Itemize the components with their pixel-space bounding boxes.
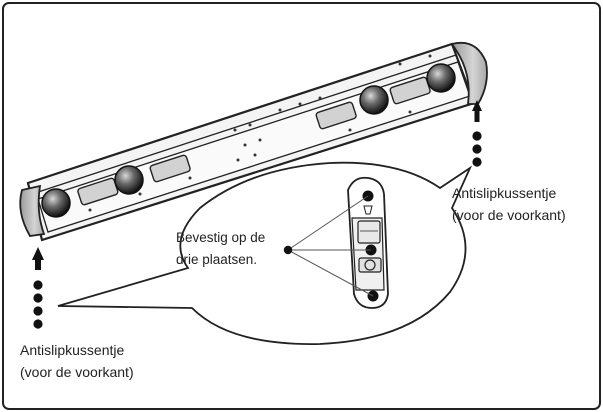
- soundbar-top-edge: [31, 54, 457, 195]
- speaker-cone: [359, 85, 389, 115]
- leader-origin-dot: [283, 245, 293, 255]
- up-arrow-icon: [32, 247, 44, 260]
- right-anti-slip-pad: [450, 41, 488, 105]
- left-pad-indicator: [32, 247, 44, 329]
- speaker-cones: [41, 63, 456, 218]
- up-arrow-icon: [472, 100, 482, 111]
- vent-slots: [77, 76, 431, 206]
- right-pad-indicator: [472, 100, 482, 167]
- callout-text-line-2: drie plaatsen.: [176, 252, 257, 267]
- vent-slot: [315, 101, 357, 130]
- speaker-cone: [426, 63, 456, 93]
- speaker-cone: [41, 188, 71, 218]
- left-anti-slip-pad: [19, 184, 46, 237]
- left-pad-label-line-2: (voor de voorkant): [20, 364, 134, 380]
- mounting-bracket: [347, 176, 389, 309]
- soundbar: [19, 41, 488, 242]
- speaker-cone: [114, 165, 144, 195]
- right-pad-label-line-1: Antislipkussentje: [452, 185, 556, 201]
- left-pad-label-line-1: Antislipkussentje: [20, 342, 124, 358]
- leader-lines: [287, 195, 374, 297]
- callout-text-line-1: Bevestig op de: [176, 230, 265, 245]
- vent-slot: [149, 154, 191, 183]
- right-pad-label-line-2: (voor de voorkant): [452, 207, 566, 223]
